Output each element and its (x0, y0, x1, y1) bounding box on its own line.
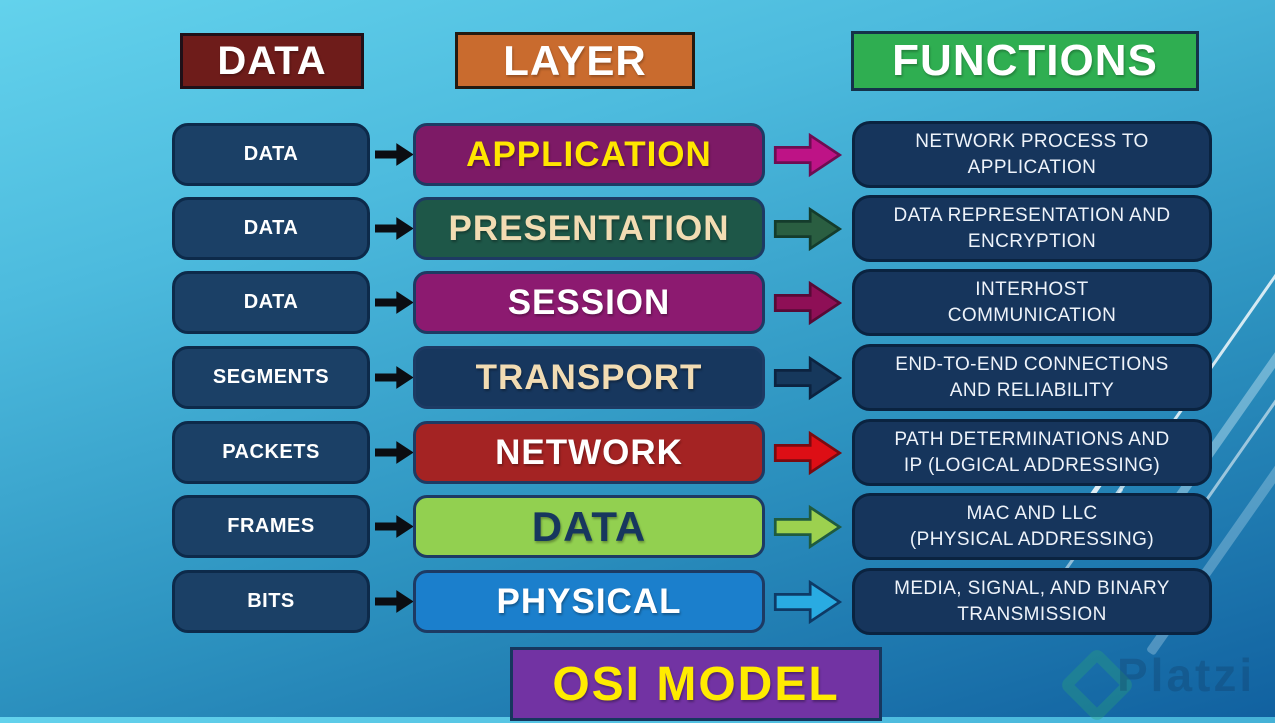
right-arrow-icon (375, 515, 414, 538)
function-box: MAC AND LLC (PHYSICAL ADDRESSING) (852, 493, 1212, 560)
function-line: ENCRYPTION (967, 230, 1097, 252)
watermark-text: Platzi (1117, 649, 1256, 701)
data-unit-box: DATA (172, 197, 370, 260)
osi-row-session: DATA SESSION INTERHOST COMMUNICATION (0, 269, 1275, 336)
data-unit-box: PACKETS (172, 421, 370, 484)
layer-box-data: DATA (413, 495, 765, 558)
layer-box-session: SESSION (413, 271, 765, 334)
data-unit-box: BITS (172, 570, 370, 633)
osi-row-transport: SEGMENTS TRANSPORT END-TO-END CONNECTION… (0, 344, 1275, 411)
function-line: END-TO-END CONNECTIONS (895, 353, 1169, 375)
layer-box-application: APPLICATION (413, 123, 765, 186)
right-arrow-icon (375, 217, 414, 240)
function-box: MEDIA, SIGNAL, AND BINARY TRANSMISSION (852, 568, 1212, 635)
osi-row-data-link: FRAMES DATA MAC AND LLC (PHYSICAL ADDRES… (0, 493, 1275, 560)
layer-arrow-icon (773, 132, 843, 178)
right-arrow-icon (375, 291, 414, 314)
layer-arrow-icon (773, 355, 843, 401)
osi-row-presentation: DATA PRESENTATION DATA REPRESENTATION AN… (0, 195, 1275, 262)
function-line: NETWORK PROCESS TO (915, 130, 1149, 152)
function-box: INTERHOST COMMUNICATION (852, 269, 1212, 336)
data-unit-box: DATA (172, 123, 370, 186)
function-line: MEDIA, SIGNAL, AND BINARY (894, 577, 1170, 599)
function-box: PATH DETERMINATIONS AND IP (LOGICAL ADDR… (852, 419, 1212, 486)
function-box: NETWORK PROCESS TO APPLICATION (852, 121, 1212, 188)
function-line: DATA REPRESENTATION AND (893, 204, 1171, 226)
data-unit-box: SEGMENTS (172, 346, 370, 409)
right-arrow-icon (375, 441, 414, 464)
function-line: AND RELIABILITY (949, 379, 1115, 401)
function-line: MAC AND LLC (966, 502, 1098, 524)
right-arrow-icon (375, 366, 414, 389)
layer-arrow-icon (773, 206, 843, 252)
layer-arrow-icon (773, 430, 843, 476)
function-line: IP (LOGICAL ADDRESSING) (903, 454, 1161, 476)
column-header-data: DATA (180, 33, 364, 89)
function-line: INTERHOST (975, 278, 1089, 300)
function-box: DATA REPRESENTATION AND ENCRYPTION (852, 195, 1212, 262)
diagram-title: OSI MODEL (510, 647, 882, 721)
data-unit-box: FRAMES (172, 495, 370, 558)
layer-arrow-icon (773, 579, 843, 625)
osi-row-application: DATA APPLICATION NETWORK PROCESS TO APPL… (0, 121, 1275, 188)
function-box: END-TO-END CONNECTIONS AND RELIABILITY (852, 344, 1212, 411)
layer-box-network: NETWORK (413, 421, 765, 484)
layer-box-presentation: PRESENTATION (413, 197, 765, 260)
right-arrow-icon (375, 143, 414, 166)
osi-row-physical: BITS PHYSICAL MEDIA, SIGNAL, AND BINARY … (0, 568, 1275, 635)
function-line: APPLICATION (967, 156, 1097, 178)
function-line: PATH DETERMINATIONS AND (894, 428, 1170, 450)
column-header-functions: FUNCTIONS (851, 31, 1199, 91)
column-header-layer: LAYER (455, 32, 695, 89)
layer-box-physical: PHYSICAL (413, 570, 765, 633)
layer-arrow-icon (773, 280, 843, 326)
layer-arrow-icon (773, 504, 843, 550)
function-line: TRANSMISSION (957, 603, 1107, 625)
layer-box-transport: TRANSPORT (413, 346, 765, 409)
function-line: (PHYSICAL ADDRESSING) (909, 528, 1155, 550)
osi-row-network: PACKETS NETWORK PATH DETERMINATIONS AND … (0, 419, 1275, 486)
function-line: COMMUNICATION (947, 304, 1117, 326)
data-unit-box: DATA (172, 271, 370, 334)
right-arrow-icon (375, 590, 414, 613)
